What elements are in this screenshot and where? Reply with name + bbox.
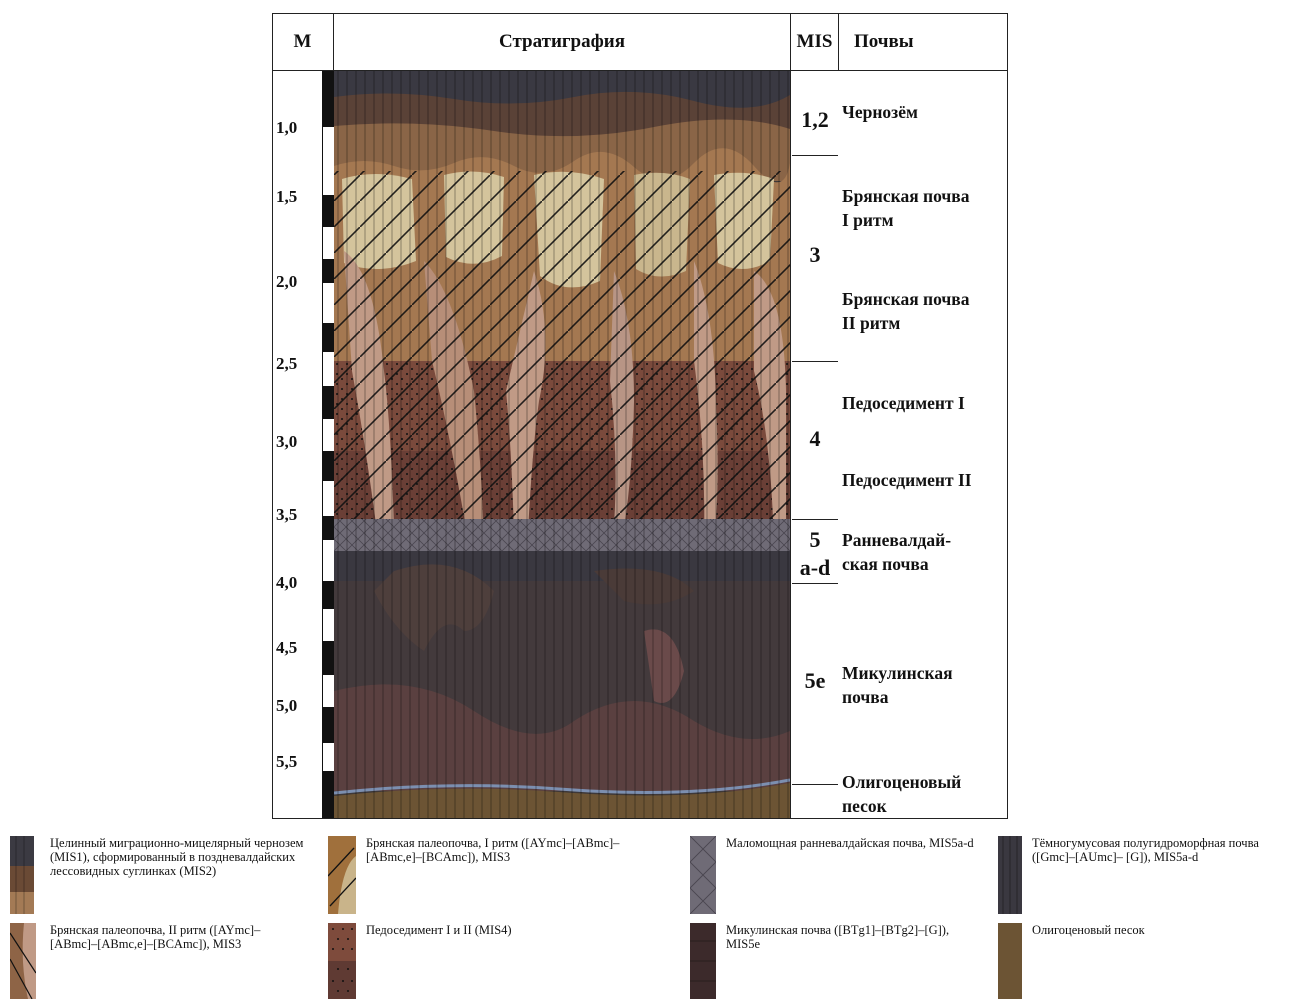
depth-label: 2,0: [276, 272, 316, 292]
legend-swatch: [328, 836, 356, 914]
header-depth: М: [272, 14, 333, 70]
stratigraphy-section: [334, 71, 790, 818]
depth-label: 3,0: [276, 432, 316, 452]
legend-item-pedosediment: Педоседимент I и II (MIS4): [328, 923, 658, 1001]
mis-label: 5: [792, 527, 838, 553]
depth-label: 4,5: [276, 638, 316, 658]
mis-separator: [792, 155, 838, 156]
legend-swatch: [998, 836, 1022, 914]
soil-label: Микулинская: [842, 661, 1010, 685]
legend-swatch: [10, 923, 36, 999]
mis-separator: [792, 784, 838, 785]
legend-item-bryansk-1: Брянская палеопочва, I ритм ([AYmc]–[ABm…: [328, 836, 658, 916]
legend-text: Маломощная ранневалдайская почва, MIS5a-…: [726, 836, 986, 850]
col-divider-mis: [838, 13, 839, 70]
depth-label: 2,5: [276, 354, 316, 374]
depth-label: 1,5: [276, 187, 316, 207]
mis-separator: [792, 361, 838, 362]
mis-label: 1,2: [792, 107, 838, 133]
header-stratigraphy: Стратиграфия: [334, 14, 790, 70]
legend-text: Олигоценовый песок: [1032, 923, 1297, 937]
mis-label: 5e: [792, 668, 838, 694]
soil-label: Чернозём: [842, 100, 1010, 124]
mis-separator: [792, 519, 838, 520]
depth-label: 5,0: [276, 696, 316, 716]
soil-label: Брянская почва: [842, 184, 1010, 208]
legend-swatch: [10, 836, 34, 914]
soil-label: Педоседимент II: [842, 468, 1010, 492]
soil-label: I ритм: [842, 208, 1010, 232]
depth-label: 3,5: [276, 505, 316, 525]
soil-label: ская почва: [842, 552, 1010, 576]
legend-item-mikulino: Микулинская почва ([BTg1]–[BTg2]–[G]), M…: [690, 923, 990, 1001]
soil-label: Брянская почва: [842, 287, 1010, 311]
soil-label: II ритм: [842, 311, 1010, 335]
legend-item-oligocene-sand: Олигоценовый песок: [998, 923, 1298, 1001]
legend-text: Тёмногумусовая полугидроморфная почва ([…: [1032, 836, 1297, 864]
mis-label: 3: [792, 242, 838, 268]
soil-label: почва: [842, 685, 1010, 709]
header-mis: MIS: [791, 14, 838, 70]
legend-swatch: [998, 923, 1022, 999]
legend-item-bryansk-2: Брянская палеопочва, II ритм ([AYmc]–[AB…: [10, 923, 310, 1001]
legend-text: Педоседимент I и II (MIS4): [366, 923, 656, 937]
mis-separator: [792, 583, 838, 584]
legend-text: Микулинская почва ([BTg1]–[BTg2]–[G]), M…: [726, 923, 986, 951]
legend-swatch: [328, 923, 356, 999]
legend-item-chernozem: Целинный миграционно-мицелярный чернозем…: [10, 836, 310, 916]
legend-item-dark-humus: Тёмногумусовая полугидроморфная почва ([…: [998, 836, 1298, 916]
legend-item-early-valdai: Маломощная ранневалдайская почва, MIS5a-…: [690, 836, 990, 916]
soil-label: Олигоценовый: [842, 770, 1010, 794]
depth-label: 1,0: [276, 118, 316, 138]
depth-label: 4,0: [276, 573, 316, 593]
legend-text: Брянская палеопочва, II ритм ([AYmc]–[AB…: [50, 923, 305, 951]
legend-text: Целинный миграционно-мицелярный чернозем…: [50, 836, 305, 878]
legend-swatch: [690, 923, 716, 999]
col-divider-strat: [790, 13, 791, 819]
legend-swatch: [690, 836, 716, 914]
header-soils: Почвы: [840, 14, 944, 70]
soil-label: Педоседимент I: [842, 391, 1010, 415]
soil-label: песок: [842, 794, 1010, 818]
mis-label: a-d: [792, 555, 838, 581]
legend-text: Брянская палеопочва, I ритм ([AYmc]–[ABm…: [366, 836, 656, 864]
depth-label: 5,5: [276, 752, 316, 772]
soil-label: Ранневалдай-: [842, 528, 1010, 552]
mis-label: 4: [792, 426, 838, 452]
